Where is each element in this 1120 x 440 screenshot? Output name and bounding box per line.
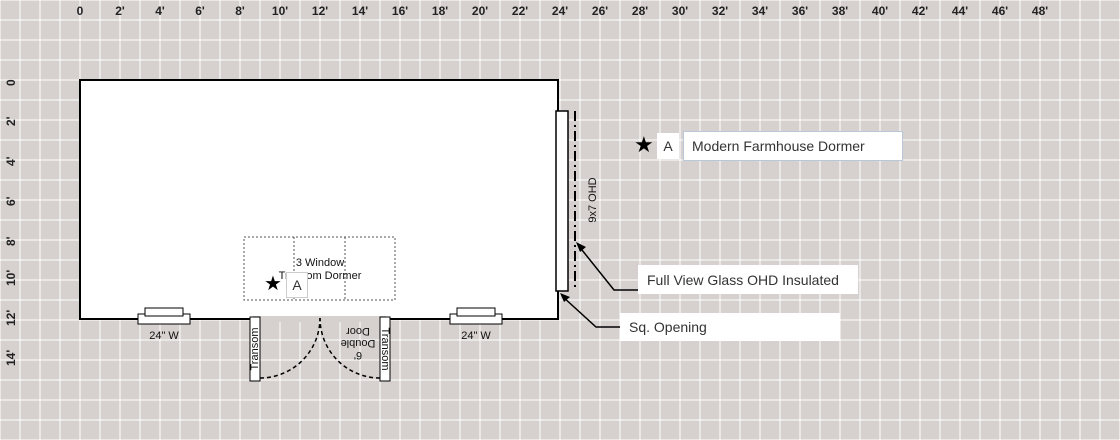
left-ruler-label: 0 [4, 79, 18, 86]
left-ruler-label: 8' [4, 236, 18, 246]
top-ruler-label: 6' [195, 4, 205, 18]
dormer-line1: 3 Window [295, 257, 345, 269]
double-door-label: 6' Double Door [341, 325, 376, 361]
left-ruler-label: 4' [4, 156, 18, 166]
top-ruler-label: 28' [631, 4, 649, 18]
top-ruler-label: 48' [1031, 4, 1049, 18]
top-ruler-label: 20' [471, 4, 489, 18]
star-icon: ★ [634, 132, 654, 157]
dormer-label-field[interactable]: Modern Farmhouse Dormer [683, 131, 903, 161]
ohd-size-label: 9x7 OHD [587, 177, 599, 223]
dormer-star-icon: ★ [264, 273, 282, 295]
window-right-label: 24" W [461, 330, 491, 342]
top-ruler-label: 40' [871, 4, 889, 18]
opening-arrowhead [560, 293, 570, 302]
top-ruler-label: 22' [511, 4, 529, 18]
transom-right [379, 316, 391, 382]
overhead-door-frame [555, 110, 569, 292]
transom-left [249, 316, 261, 382]
left-ruler-label: 2' [4, 116, 18, 126]
left-ruler-label: 14' [4, 349, 18, 366]
top-ruler-label: 8' [235, 4, 245, 18]
top-ruler-label: 0 [76, 4, 84, 18]
top-ruler-label: 36' [791, 4, 809, 18]
top-ruler-label: 46' [991, 4, 1009, 18]
top-ruler-label: 18' [431, 4, 449, 18]
window-left-label: 24" W [149, 330, 179, 342]
door-line3: Door [346, 325, 370, 337]
left-ruler-label: 12' [4, 309, 18, 326]
ohd-arrowhead [576, 242, 586, 252]
top-ruler-label: 26' [591, 4, 609, 18]
legend-marker: A [657, 133, 679, 159]
top-ruler-label: 12' [311, 4, 329, 18]
left-ruler-label: 10' [4, 269, 18, 286]
top-ruler-label: 10' [271, 4, 289, 18]
top-ruler-label: 38' [831, 4, 849, 18]
transom-right-label: Transom [379, 327, 391, 371]
top-ruler-label: 2' [115, 4, 125, 18]
top-ruler-label: 30' [671, 4, 689, 18]
top-ruler-label: 4' [155, 4, 165, 18]
opening-callout-label[interactable]: Sq. Opening [620, 313, 840, 341]
top-ruler-label: 44' [951, 4, 969, 18]
dormer-marker[interactable]: A [286, 272, 308, 298]
window-left [137, 307, 191, 325]
top-ruler-label: 14' [351, 4, 369, 18]
building-outline [79, 79, 559, 320]
left-ruler-label: 6' [4, 196, 18, 206]
ohd-callout-label[interactable]: Full View Glass OHD Insulated [638, 265, 858, 294]
top-ruler-label: 34' [751, 4, 769, 18]
top-ruler-label: 16' [391, 4, 409, 18]
top-ruler-label: 42' [911, 4, 929, 18]
callout-leaders [561, 244, 640, 328]
top-ruler-label: 24' [551, 4, 569, 18]
door-line1: 6' [353, 349, 363, 361]
window-right [449, 307, 503, 325]
door-line2: Double [340, 337, 376, 349]
transom-left-label: Transom [249, 327, 261, 371]
top-ruler-label: 32' [711, 4, 729, 18]
